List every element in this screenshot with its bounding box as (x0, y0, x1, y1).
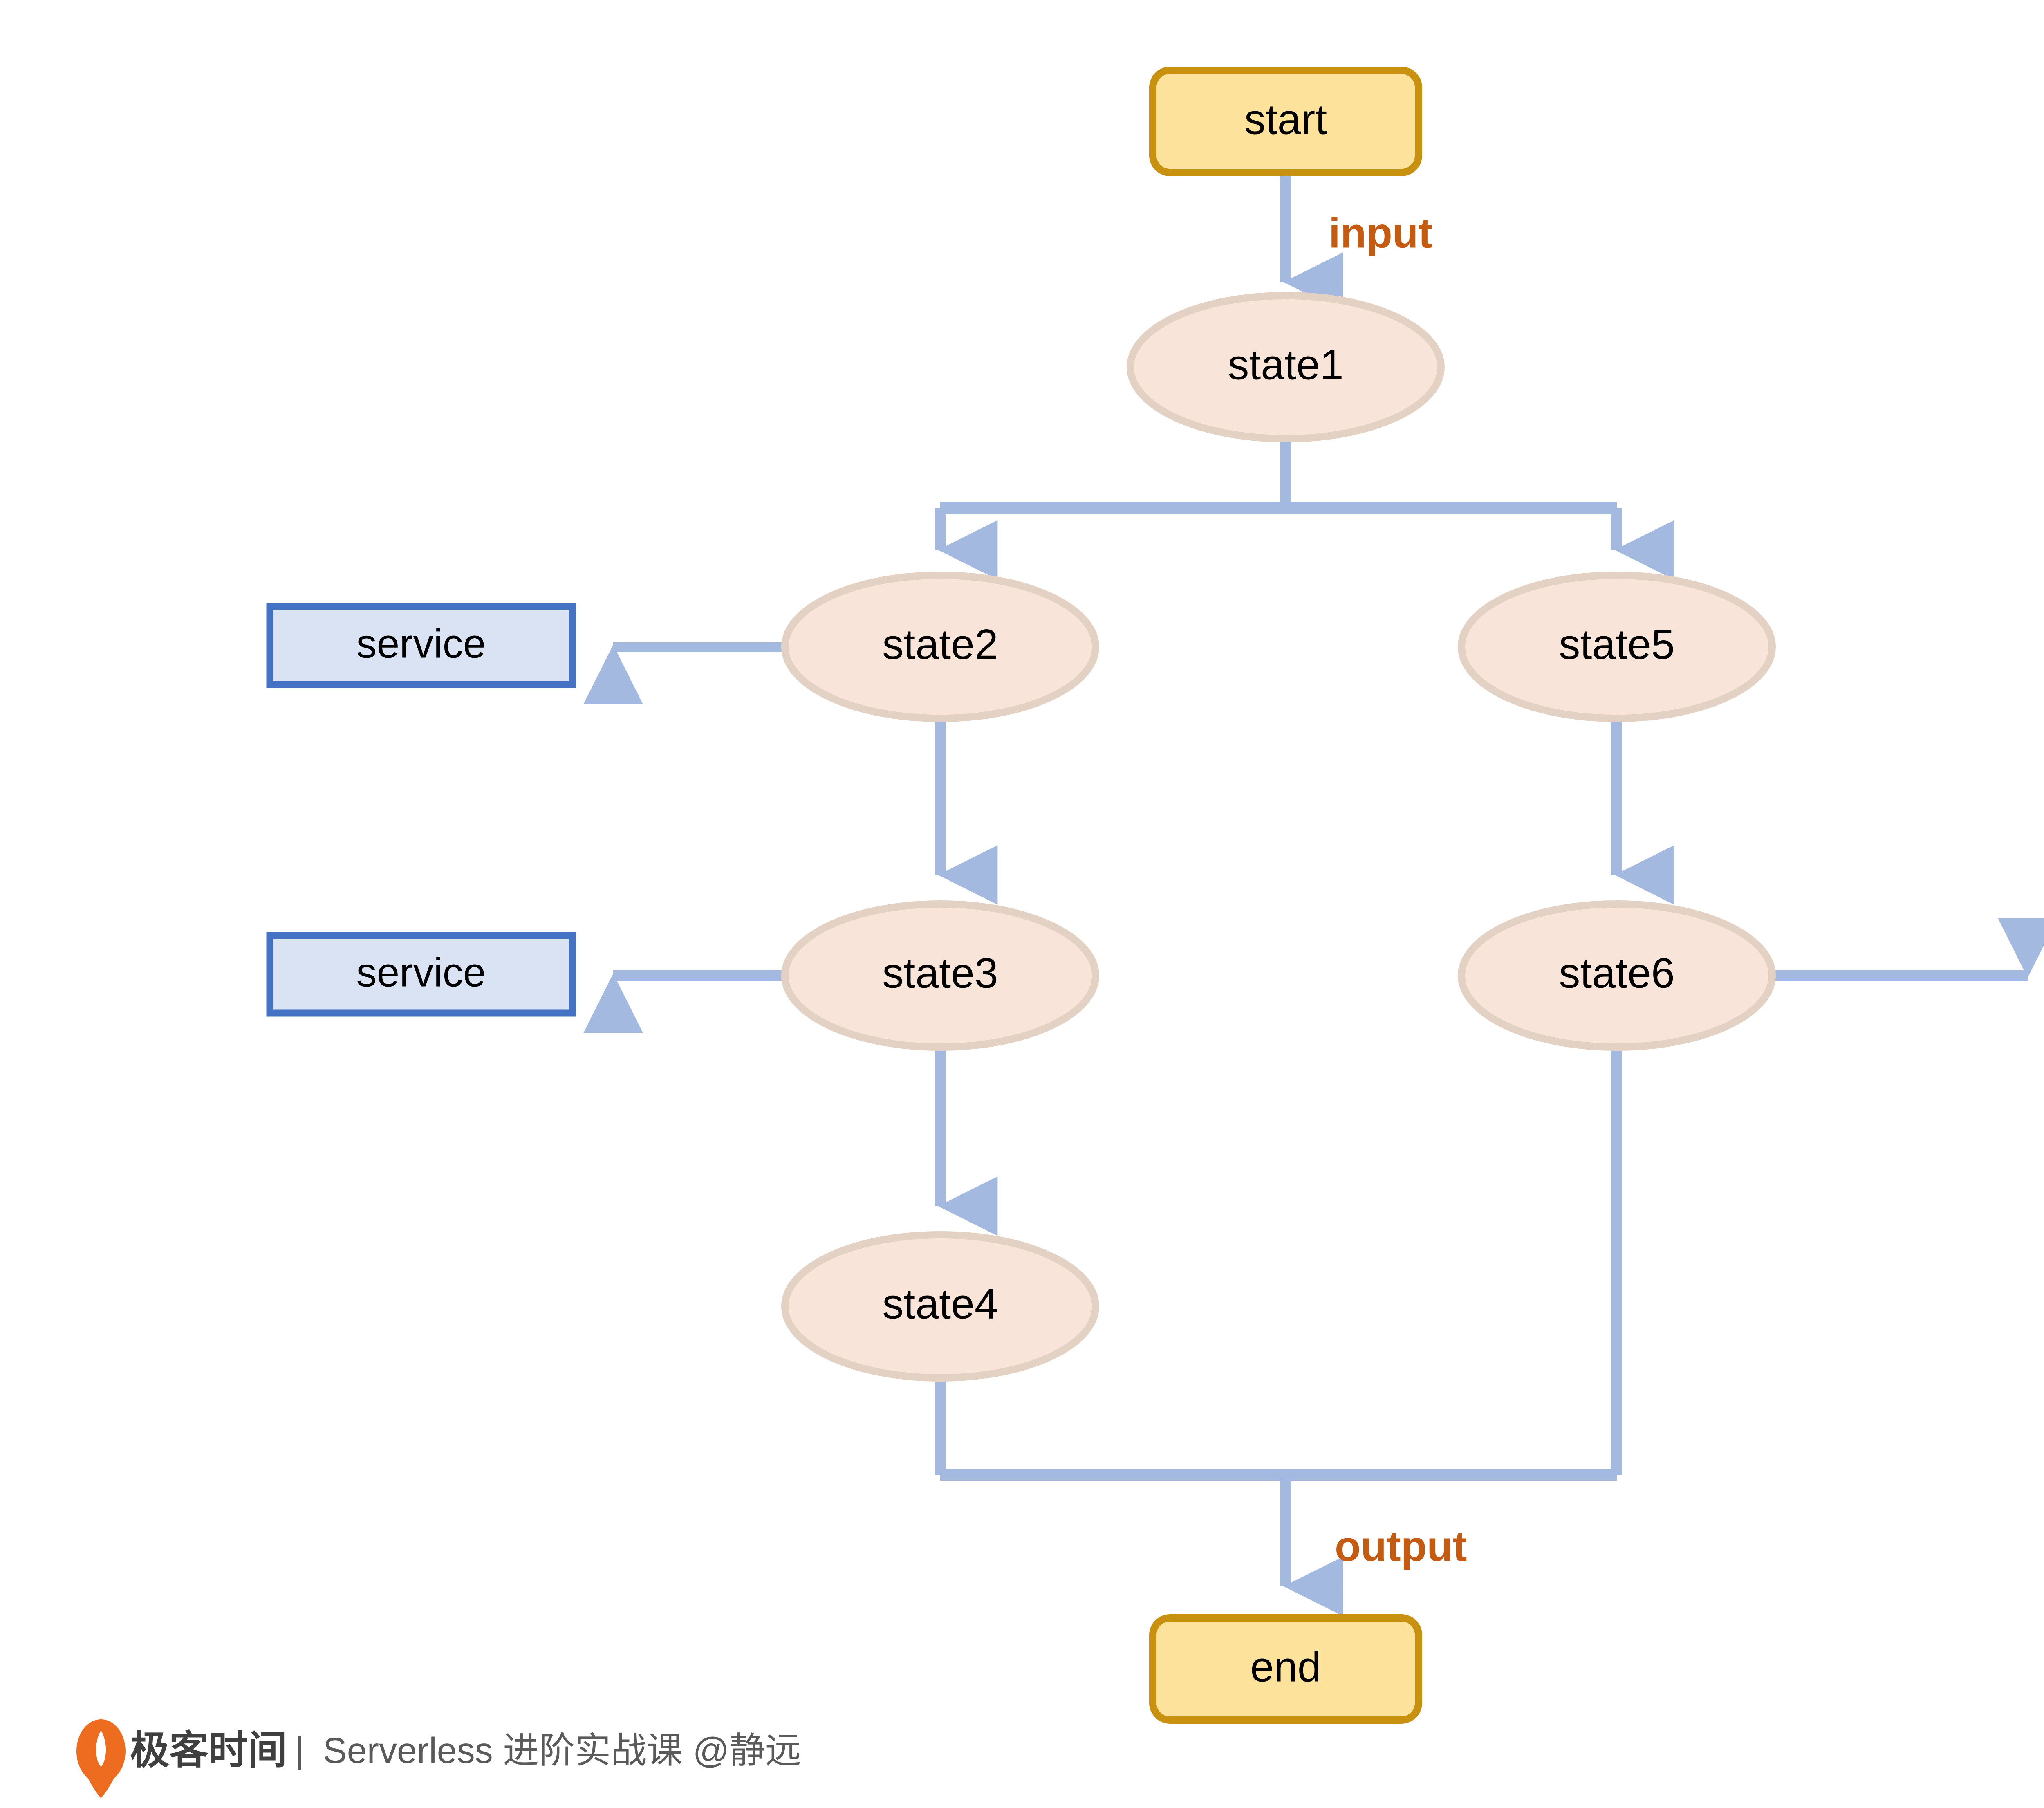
state1-shape (1127, 292, 1445, 442)
state3-label: state3 (882, 949, 998, 997)
state1-label: state1 (1228, 341, 1343, 388)
state3-shape (781, 900, 1099, 1051)
start-label: start (1244, 96, 1327, 143)
service2-shape (266, 932, 576, 1017)
watermark: 极客时间 | Serverless 进阶实战课 @静远 (76, 1719, 801, 1798)
watermark-separator: | (295, 1729, 305, 1770)
node-state6[interactable]: state6 (1458, 900, 1776, 1051)
state2-label: state2 (882, 621, 998, 668)
service1-shape (266, 603, 576, 688)
node-service-1[interactable]: service (266, 603, 576, 688)
node-state3[interactable]: state3 (781, 900, 1099, 1051)
start-shape (1149, 67, 1422, 176)
state5-shape (1458, 572, 1776, 722)
end-shape (1149, 1614, 1422, 1724)
state4-shape (781, 1231, 1099, 1382)
node-start[interactable]: start (1149, 67, 1422, 176)
state6-shape (1458, 900, 1776, 1051)
edge-label-output: output (1335, 1523, 1467, 1570)
watermark-brand: 极客时间 (130, 1728, 287, 1772)
service1-label: service (356, 621, 486, 666)
service2-label: service (356, 949, 486, 995)
edge-label-input: input (1329, 209, 1432, 257)
watermark-course: Serverless 进阶实战课 @静远 (323, 1730, 801, 1770)
node-state4[interactable]: state4 (781, 1231, 1099, 1382)
end-label: end (1250, 1643, 1321, 1691)
state4-label: state4 (882, 1280, 998, 1328)
node-service-2[interactable]: service (266, 932, 576, 1017)
connector-layer (583, 173, 2044, 1616)
node-end[interactable]: end (1149, 1614, 1422, 1724)
state6-label: state6 (1559, 949, 1674, 997)
state5-label: state5 (1559, 621, 1674, 668)
geektime-logo-icon (76, 1719, 126, 1798)
state2-shape (781, 572, 1099, 722)
node-state2[interactable]: state2 (781, 572, 1099, 722)
node-state1[interactable]: state1 (1127, 292, 1445, 442)
node-state5[interactable]: state5 (1458, 572, 1776, 722)
